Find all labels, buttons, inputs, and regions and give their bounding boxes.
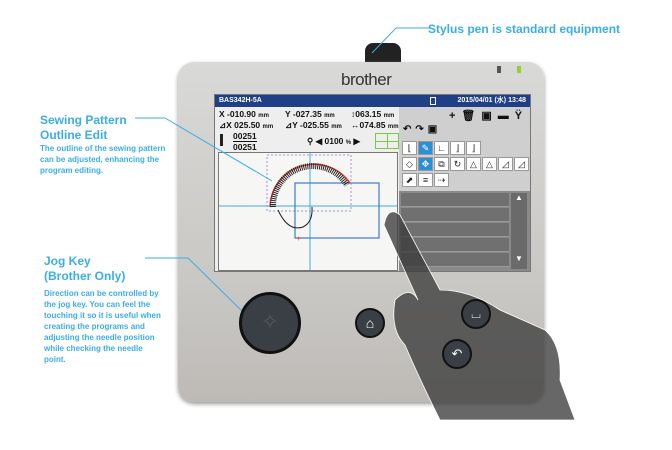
model-name: BAS342H-5A — [219, 97, 262, 104]
tool-pen[interactable]: ✎ — [418, 141, 433, 155]
outline-callout-title: Sewing Pattern — [40, 113, 127, 127]
tool-scale-2[interactable]: ◿ — [514, 157, 529, 171]
brand-logo: brother — [341, 70, 392, 89]
jog-leader-line — [145, 257, 244, 313]
jog-callout-title: Jog Key — [44, 254, 91, 268]
scroll-up-icon[interactable]: ▲ — [515, 193, 523, 202]
jog-key[interactable]: ✧ — [239, 292, 301, 354]
back-button[interactable]: ↶ — [442, 339, 472, 369]
status-led-1 — [497, 66, 501, 73]
tool-copy[interactable]: ⧉ — [434, 157, 449, 171]
coord-y: Y -027.35 mm — [285, 109, 335, 119]
stitch-total: 00251 — [233, 142, 257, 152]
list-row[interactable] — [401, 238, 509, 252]
pattern-canvas[interactable]: + — [218, 152, 398, 271]
tool-needle-up[interactable]: ⌋ — [450, 141, 465, 155]
tool-stitch-pitch[interactable]: ≡ — [418, 173, 433, 187]
back-icon: ↶ — [451, 346, 463, 361]
pattern-height: ↕063.15 mm — [351, 109, 395, 119]
jog-callout-body: Direction can be controlled by the jog k… — [44, 289, 161, 364]
tool-eraser[interactable]: ◇ — [402, 157, 417, 171]
stitch-current: 00251 — [233, 131, 257, 142]
tool-origin[interactable]: ∟ — [434, 141, 449, 155]
tool-mirror-1[interactable]: △ — [466, 157, 481, 171]
outline-callout-body: The outline of the sewing pattern can be… — [40, 144, 166, 175]
needle-icon — [220, 134, 223, 146]
tool-needle-down[interactable]: ⌋ — [466, 141, 481, 155]
coord-x: X -010.90 mm — [219, 109, 269, 119]
stylus-pen[interactable] — [365, 43, 401, 65]
tool-resize[interactable]: ⬈ — [402, 173, 417, 187]
tool-rotate[interactable]: ↻ — [450, 157, 465, 171]
outline-callout-title2: Outline Edit — [40, 128, 108, 142]
navigator-thumbnail[interactable] — [375, 133, 399, 149]
enter-icon: ⌴ — [471, 307, 481, 321]
list-row[interactable] — [401, 208, 509, 222]
list-row[interactable] — [401, 193, 509, 207]
delta-y: ⊿Y -025.55 mm — [285, 120, 342, 130]
zoom-control[interactable]: ⚲ ◀ 0100 % ▶ — [307, 136, 361, 146]
title-bar: BAS342H-5A 2015/04/01 (水) 13:48 — [215, 95, 530, 107]
stitch-arc — [269, 163, 350, 208]
tool-feed[interactable]: ⇢ — [434, 173, 449, 187]
stitch-line — [277, 206, 313, 229]
list-row[interactable] — [401, 253, 509, 267]
home-button[interactable]: ⌂ — [355, 308, 385, 338]
undo-redo-toolbar[interactable]: ↶↷▣ — [403, 124, 442, 135]
home-icon: ⌂ — [365, 315, 375, 331]
delta-x: ⊿X 025.50 mm — [219, 120, 274, 130]
touch-screen[interactable]: BAS342H-5A 2015/04/01 (水) 13:48 X -010.9… — [214, 94, 531, 272]
outline-leader-line — [135, 117, 273, 182]
memory-card-icon — [430, 97, 436, 105]
zoom-value: 0100 — [324, 136, 344, 146]
datetime: 2015/04/01 (水) 13:48 — [457, 97, 527, 104]
pattern-width: ↔074.85 mm — [351, 120, 399, 130]
list-row[interactable] — [401, 223, 509, 237]
pattern-outline — [294, 182, 380, 239]
enter-button[interactable]: ⌴ — [461, 299, 491, 329]
outline-callout: Sewing Pattern Outline Edit The outline … — [40, 113, 170, 176]
tool-outline-edit[interactable]: ⌊ — [402, 141, 417, 155]
scrollbar[interactable]: ▲▼ — [511, 193, 527, 269]
status-led-2 — [517, 66, 521, 73]
stylus-callout: Stylus pen is standard equipment — [428, 22, 621, 36]
tool-move[interactable]: ✥ — [418, 157, 433, 171]
tool-panel: +🗑▣▬Ÿ ↶↷▣ ⌊ ✎ ∟ ⌋ ⌋ ◇ ✥ ⧉ ↻ △ △ ◿ ◿ ⬈ ≡ … — [399, 107, 530, 271]
file-toolbar[interactable]: +🗑▣▬Ÿ — [449, 110, 529, 122]
svg-text:+: + — [296, 234, 301, 243]
tool-mirror-2[interactable]: △ — [482, 157, 497, 171]
scroll-down-icon[interactable]: ▼ — [515, 254, 523, 263]
jog-callout-title2: (Brother Only) — [44, 269, 126, 283]
jog-callout: Jog Key (Brother Only) Direction can be … — [44, 254, 164, 365]
stylus-leader-line — [371, 27, 430, 54]
tool-scale-1[interactable]: ◿ — [498, 157, 513, 171]
